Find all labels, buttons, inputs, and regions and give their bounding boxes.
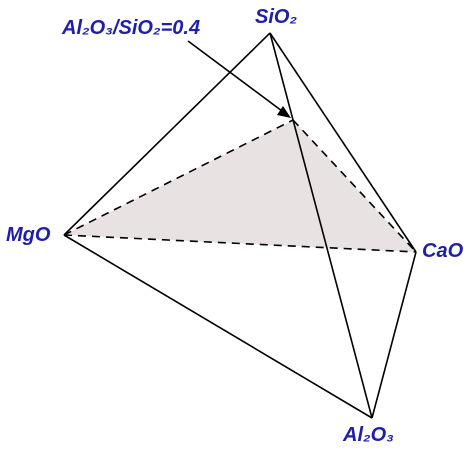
section-edge-mgo-point: [63, 119, 294, 236]
edge-mgo-al2o3: [63, 234, 373, 419]
edge-sio2-cao: [269, 32, 417, 253]
vertex-label-al2o3: Al₂O₃: [343, 424, 394, 446]
vertex-label-mgo: MgO: [6, 224, 51, 246]
vertex-label-cao: CaO: [422, 240, 464, 262]
ratio-label: Al₂O₃/SiO₂=0.4: [62, 17, 201, 39]
edge-sio2-al2o3: [269, 32, 373, 419]
edge-mgo-sio2: [63, 32, 271, 236]
pointer-arrow-head: [277, 106, 291, 118]
pointer-arrow-shaft: [187, 40, 283, 112]
edge-mgo-cao-hidden: [63, 234, 417, 253]
section-plane: [64, 120, 416, 252]
edge-cao-al2o3: [371, 251, 417, 419]
section-edge-point-cao: [292, 119, 417, 253]
vertex-label-sio2: SiO₂: [255, 6, 298, 28]
